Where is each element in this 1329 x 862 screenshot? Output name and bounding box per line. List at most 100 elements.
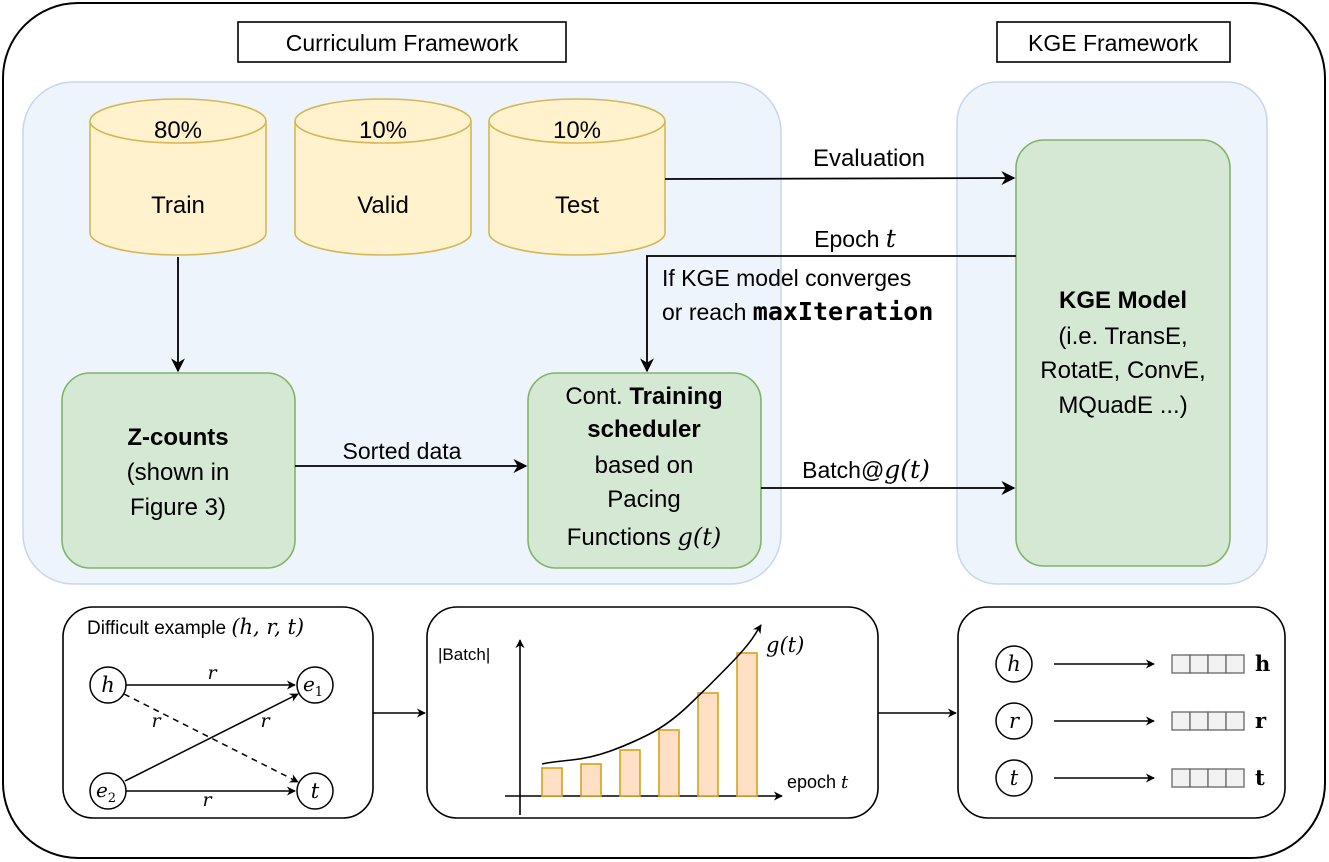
edge-label-right: r — [260, 710, 271, 732]
scheduler-line2: scheduler — [587, 416, 700, 443]
kge-model-title: KGE Model — [1059, 287, 1187, 314]
curriculum-header: Curriculum Framework — [286, 30, 519, 56]
svg-text:or reach maxIteration: or reach maxIteration — [662, 297, 933, 326]
embedding-cell — [1189, 768, 1209, 788]
embedding-cell — [1207, 711, 1227, 731]
svg-text:Functions g(t): Functions g(t) — [567, 523, 721, 551]
kge-model-box: KGE Model (i.e. TransE, RotatE, ConvE, M… — [1015, 139, 1231, 567]
test-percent: 10% — [553, 117, 601, 144]
epoch-label-math: t — [886, 224, 897, 253]
embedding-node-h — [995, 645, 1033, 683]
converge-line2-code: maxIteration — [753, 297, 934, 326]
valid-label: Valid — [357, 192, 409, 219]
kge-header-box — [996, 21, 1231, 63]
kge-model-line3: MQuadE ...) — [1058, 392, 1187, 419]
embedding-cell — [1171, 768, 1191, 788]
valid-cylinder: 10% Valid — [294, 98, 472, 256]
scheduler-line3: based on — [595, 452, 694, 479]
embedding-cell — [1225, 654, 1245, 674]
scheduler-line5-plain: Functions — [567, 524, 678, 551]
embedding-symbol-t: t — [1010, 766, 1019, 790]
example-title-plain: Difficult example — [87, 618, 231, 639]
embedding-symbol-r: r — [1009, 709, 1021, 733]
scheduler-line1-plain: Cont. — [565, 383, 629, 410]
scheduler-line1-bold: Training — [629, 383, 722, 410]
example-title-math: (h, r, t) — [231, 615, 304, 639]
embedding-cell — [1171, 711, 1191, 731]
svg-text:epoch t: epoch t — [787, 772, 849, 793]
svg-text:e1: e1 — [303, 672, 323, 700]
zcounts-line1: (shown in — [127, 459, 230, 486]
curriculum-header-box — [237, 21, 567, 63]
chart-y-label: |Batch| — [438, 645, 490, 664]
pacing-bar-4 — [658, 729, 680, 797]
embedding-cell — [1225, 768, 1245, 788]
zcounts-title: Z-counts — [127, 424, 228, 451]
embedding-cell — [1189, 654, 1209, 674]
train-label: Train — [151, 192, 205, 219]
svg-text:h: h — [101, 673, 115, 697]
svg-text:Cont. Training: Cont. Training — [565, 383, 722, 410]
scheduler-line5-math: g(t) — [677, 523, 721, 551]
embedding-vector-h: h — [1255, 651, 1270, 676]
svg-text:e2: e2 — [96, 778, 116, 806]
pacing-bar-2 — [580, 763, 602, 797]
test-to-kge-arrow — [664, 171, 1016, 186]
epoch-label-plain: Epoch — [814, 226, 886, 252]
pacing-chart: |Batch| epoch t g(t) — [438, 624, 849, 815]
node-h: h — [89, 666, 127, 704]
chart-x-label-math: t — [841, 772, 849, 793]
svg-text:Batch@g(t): Batch@g(t) — [802, 455, 930, 484]
node-e2: e2 — [89, 772, 127, 810]
edge-e2-e1 — [124, 693, 299, 782]
embedding-symbol-h: h — [1007, 652, 1021, 676]
train-percent: 80% — [154, 117, 202, 144]
edge-label-left: r — [151, 710, 162, 732]
edge-label-top: r — [207, 662, 218, 684]
embedding-node-t — [995, 759, 1033, 797]
pacing-bar-6 — [736, 652, 758, 797]
scheduler-box: Cont. Training scheduler based on Pacing… — [527, 372, 762, 569]
node-e1: e1 — [296, 666, 334, 704]
embedding-vector-r: r — [1255, 708, 1267, 733]
test-label: Test — [555, 192, 599, 219]
evaluation-label: Evaluation — [813, 145, 925, 172]
node-t: t — [296, 772, 334, 810]
embedding-node-r — [995, 702, 1033, 740]
chart-x-label-plain: epoch — [787, 772, 841, 792]
kge-model-line2: RotatE, ConvE, — [1040, 357, 1205, 384]
kge-header: KGE Framework — [1028, 30, 1198, 56]
embedding-cell — [1207, 768, 1227, 788]
converge-line1: If KGE model converges — [662, 265, 911, 291]
test-cylinder: 10% Test — [488, 98, 666, 256]
svg-text:Difficult example (h, r, t): Difficult example (h, r, t) — [87, 615, 304, 639]
svg-text:Epoch t: Epoch t — [814, 224, 897, 253]
embedding-cell — [1207, 654, 1227, 674]
svg-text:t: t — [311, 779, 320, 803]
edge-label-bottom: r — [202, 789, 213, 811]
embedding-cell — [1171, 654, 1191, 674]
kge-model-line1: (i.e. TransE, — [1058, 323, 1187, 350]
embedding-vector-t: t — [1255, 765, 1265, 790]
converge-line2-plain: or reach — [662, 299, 753, 325]
valid-percent: 10% — [359, 117, 407, 144]
pacing-bar-5 — [697, 692, 719, 797]
epoch-feedback-arrow — [640, 255, 1016, 373]
zcounts-line2: Figure 3) — [130, 494, 226, 521]
embedding-cell — [1225, 711, 1245, 731]
train-cylinder: 80% Train — [89, 98, 267, 256]
batch-label-plain: Batch@ — [802, 457, 884, 483]
pacing-curve — [541, 624, 762, 765]
curve-label: g(t) — [766, 633, 804, 657]
scheduler-line4: Pacing — [607, 486, 680, 513]
pacing-bar-1 — [541, 767, 563, 797]
embedding-cell — [1189, 711, 1209, 731]
pacing-bar-3 — [619, 749, 641, 797]
sorted-data-label: Sorted data — [343, 438, 462, 464]
batch-label-math: g(t) — [884, 455, 930, 484]
